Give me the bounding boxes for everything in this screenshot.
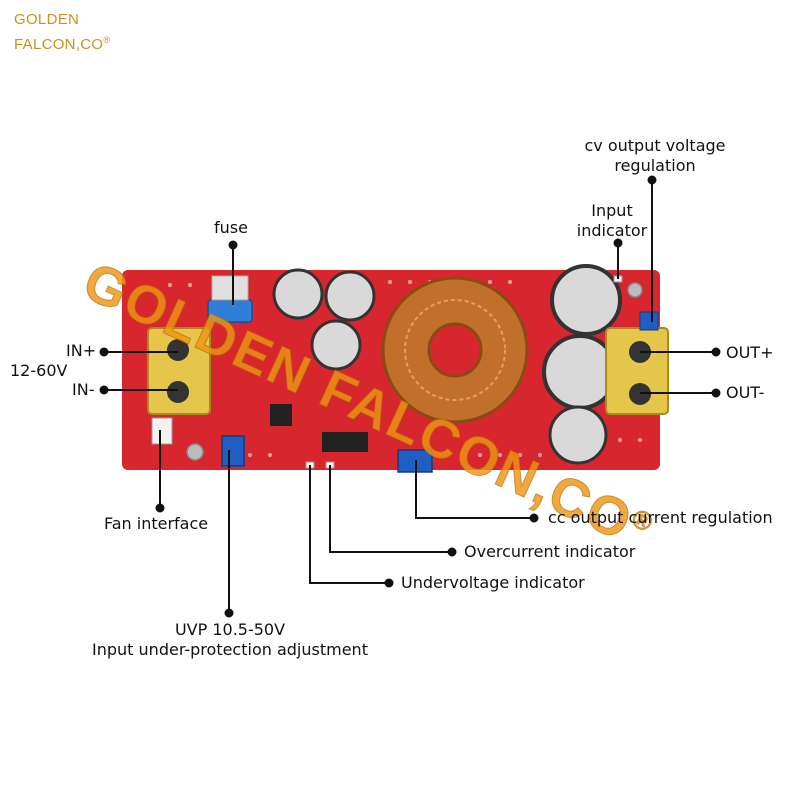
input-terminal-block: [147, 327, 211, 415]
mounting-hole: [186, 443, 204, 461]
input-indicator-line-2: indicator: [576, 221, 648, 240]
in-plus-label: IN+: [66, 341, 97, 360]
control-ic: [322, 432, 368, 452]
brand-line-1: GOLDEN: [14, 11, 80, 28]
cv-label-line-1: cv output voltage: [584, 136, 726, 155]
capacitor-group-left: [272, 268, 376, 371]
brand-logo: GOLDEN FALCON,CO®: [14, 10, 110, 55]
capacitor-group-right: [542, 264, 622, 465]
leader-lines: [99, 175, 721, 618]
fan-connector: [151, 417, 173, 445]
out-minus-label: OUT-: [726, 383, 765, 402]
cv-output-voltage-label: cv output voltage regulation: [560, 136, 750, 176]
brand-line-2: FALCON,CO: [14, 36, 104, 53]
in-minus-label: IN-: [72, 380, 95, 399]
fuse-pins: [211, 275, 249, 301]
toroid-inductor: [381, 276, 529, 424]
uvp-potentiometer: [221, 435, 245, 467]
cv-potentiometer: [639, 311, 659, 331]
undervoltage-indicator-label: Undervoltage indicator: [401, 573, 585, 592]
fan-interface-label: Fan interface: [104, 514, 209, 533]
brand-registered-mark: ®: [103, 35, 111, 45]
overcurrent-indicator-label: Overcurrent indicator: [464, 542, 636, 561]
input-range-label: 12-60V: [10, 361, 68, 380]
fuse-label: fuse: [214, 218, 248, 237]
control-ic: [270, 404, 292, 426]
cc-output-current-label: cc output current regulation: [548, 508, 773, 527]
input-indicator-line-1: Input: [591, 201, 633, 220]
input-screw: [167, 339, 189, 361]
uvp-label: UVP 10.5-50V Input under-protection adju…: [70, 620, 390, 660]
uvp-label-line-1: UVP 10.5-50V: [174, 620, 286, 639]
out-plus-label: OUT+: [726, 343, 774, 362]
mounting-hole: [627, 282, 643, 298]
input-indicator-label: Input indicator: [566, 201, 658, 241]
input-screw: [167, 381, 189, 403]
uvp-label-line-2: Input under-protection adjustment: [92, 640, 368, 659]
cv-label-line-2: regulation: [614, 156, 696, 175]
